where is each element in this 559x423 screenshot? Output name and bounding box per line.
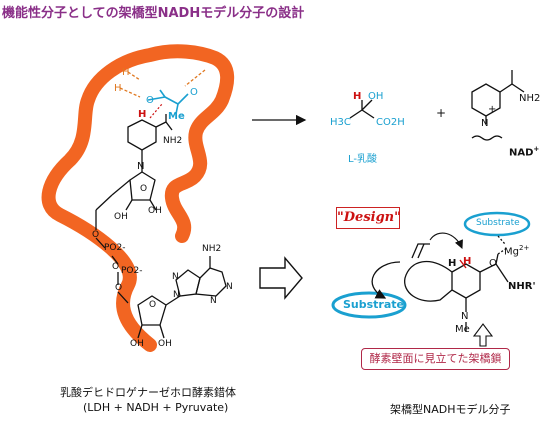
adenine-n4: N (210, 296, 217, 306)
adenine-n2: N (173, 290, 180, 300)
enzyme-backbone (41, 44, 235, 352)
nad-label: NAD+ (509, 145, 540, 159)
hydride-h: H (138, 109, 147, 120)
nad-n: N (481, 118, 489, 129)
model-hydride-bond (459, 259, 467, 269)
substrate-top-label: Substrate (476, 218, 520, 228)
adenine-ring (175, 256, 227, 297)
nad-plus: + (488, 104, 497, 115)
figure-title: 機能性分子としての架橋型NADHモデル分子の設計 (2, 6, 305, 21)
pyruvate-o2: O (190, 87, 198, 98)
phosphate-chain (95, 237, 129, 304)
approach-arrow (371, 261, 401, 299)
link-o2: O (115, 283, 123, 293)
phosphate-1: PO2- (104, 243, 126, 253)
bridge-o: O (112, 262, 120, 272)
crosslink-note: 酵素壁面に見立てた架橋鎖 (361, 348, 510, 370)
nad-ring (471, 70, 525, 141)
adenine-n3: N (226, 282, 233, 292)
model-me: Me (455, 324, 470, 335)
h-label-1: H (122, 67, 130, 78)
ribose2-oh1: OH (130, 339, 144, 349)
ribose1-oh2: OH (114, 212, 128, 222)
phosphate-2: PO2- (121, 266, 143, 276)
nad-nh2: NH2 (519, 93, 541, 104)
lactate-ch3: H3C (330, 117, 351, 128)
model-nhr: NHR' (508, 281, 536, 292)
pyruvate-me: Me (168, 111, 185, 122)
model-h-left: H (448, 258, 457, 269)
ribose-2 (137, 295, 181, 339)
model-n: N (461, 311, 469, 322)
ribose1-oh1: OH (148, 206, 162, 216)
model-h-right: H (463, 256, 472, 267)
substrate-top-ellipse (463, 211, 531, 237)
model-o: O (489, 258, 497, 269)
hollow-arrow (259, 256, 303, 300)
bridged-skeleton (404, 235, 509, 332)
link-o1: O (92, 230, 100, 240)
pyruvate-bonds (147, 89, 189, 115)
lactate-bonds (349, 99, 375, 119)
nicotinamide-n: N (137, 161, 145, 172)
adenine-nh2: NH2 (202, 244, 222, 254)
mg-label: Mg2+ (504, 244, 530, 258)
hydrogen-bonds (119, 69, 206, 98)
ribose2-o: O (149, 300, 157, 310)
ribose-1 (95, 171, 157, 230)
amide-nh2: NH2 (163, 136, 183, 146)
lactate-oh: OH (368, 91, 384, 102)
ribose2-oh2: OH (158, 339, 172, 349)
substrate-left-ellipse (331, 291, 407, 319)
note-arrow (472, 323, 494, 347)
pyruvate-o1: O (146, 95, 154, 106)
ribose1-o: O (140, 184, 148, 194)
lactate-co2h: CO2H (376, 117, 405, 128)
design-label: "Design" (336, 207, 401, 229)
caption-left-line2: (LDH + NADH + Pyruvate) (83, 401, 229, 414)
substrate-left-label: Substrate (343, 298, 404, 311)
caption-left-line1: 乳酸デヒドロゲナーゼホロ酵素錯体 (60, 386, 236, 399)
nicotinamide-ring (127, 114, 173, 172)
h-label-2: H (114, 83, 122, 94)
plus-sign: + (436, 106, 447, 120)
hydride-transfer (149, 103, 163, 119)
adenine-n1: N (172, 272, 179, 282)
hydride-arrow (429, 232, 463, 250)
lactate-h: H (353, 91, 362, 102)
lactate-caption: L-乳酸 (348, 154, 378, 165)
caption-right: 架橋型NADHモデル分子 (390, 403, 511, 416)
